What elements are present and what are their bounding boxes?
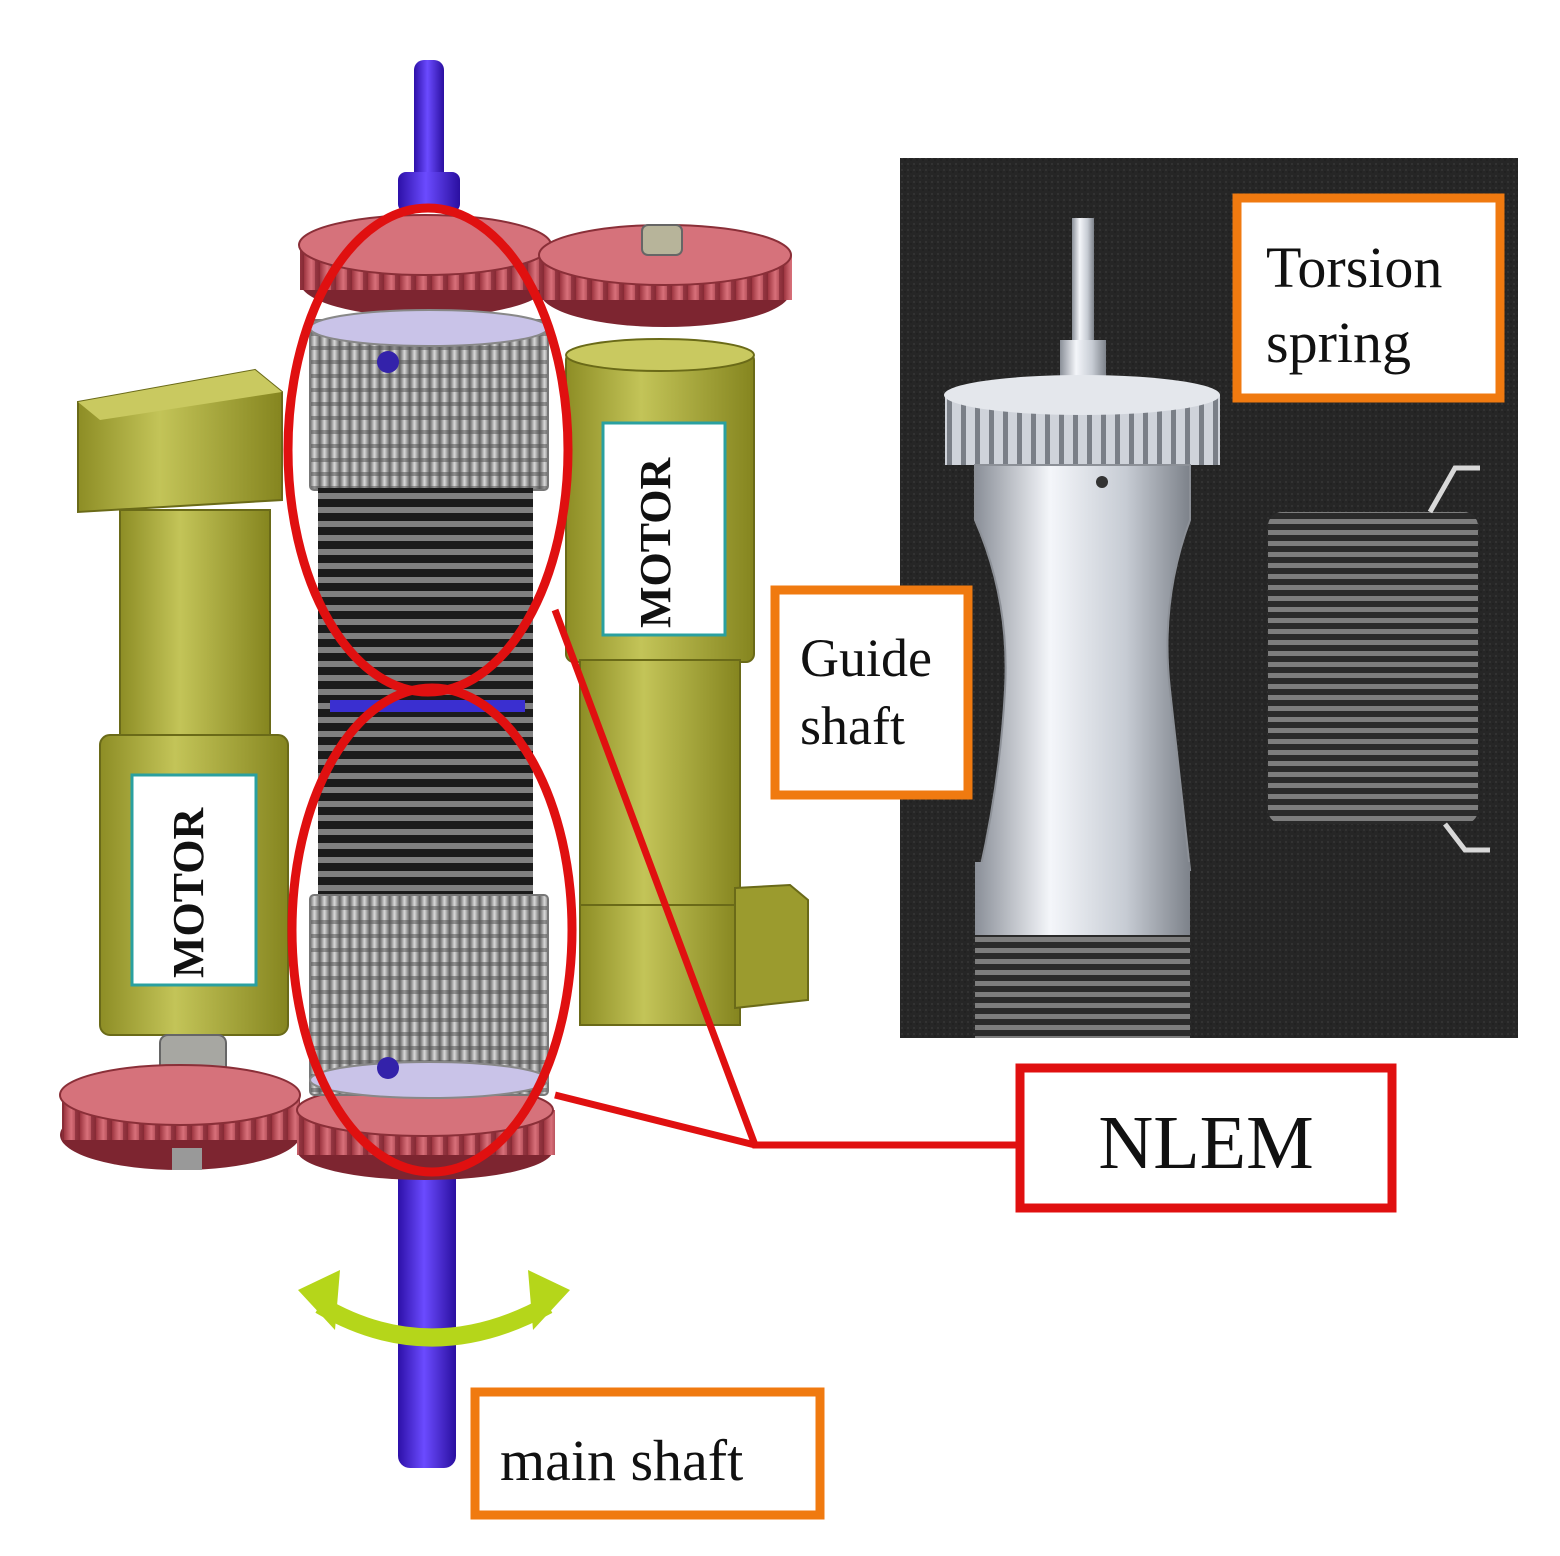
nlem-leader-lines bbox=[551, 608, 1018, 1149]
lower-nlem-ellipse bbox=[287, 683, 577, 1177]
guide-shaft-callout: Guide shaft bbox=[770, 585, 973, 800]
guide-shaft-label-line1: Guide bbox=[800, 628, 932, 688]
torsion-spring-label-line1: Torsion bbox=[1266, 235, 1442, 300]
nlem-callout: NLEM bbox=[1015, 1063, 1397, 1213]
lower-guide-shaft-housing bbox=[309, 894, 549, 1099]
right-motor-label: MOTOR bbox=[631, 456, 680, 628]
main-shaft-label: main shaft bbox=[500, 1428, 743, 1493]
torsion-spring-label-line2: spring bbox=[1266, 310, 1411, 375]
upper-guide-shaft-housing bbox=[309, 309, 549, 491]
torsion-spring-callout: Torsion spring bbox=[1232, 193, 1505, 403]
left-motor-label: MOTOR bbox=[164, 806, 213, 978]
curved-double-arrow-icon bbox=[298, 1270, 570, 1347]
bottom-left-gear bbox=[59, 1064, 301, 1170]
nlem-highlights bbox=[283, 203, 1018, 1177]
nlem-label: NLEM bbox=[1098, 1101, 1313, 1185]
main-shaft-callout: main shaft bbox=[470, 1387, 825, 1520]
guide-shaft-label-line2: shaft bbox=[800, 696, 905, 756]
main-shaft-rod bbox=[398, 60, 460, 1468]
left-motor: MOTOR bbox=[77, 368, 289, 1091]
top-right-gear bbox=[538, 224, 792, 327]
right-motor: MOTOR bbox=[565, 338, 809, 1026]
